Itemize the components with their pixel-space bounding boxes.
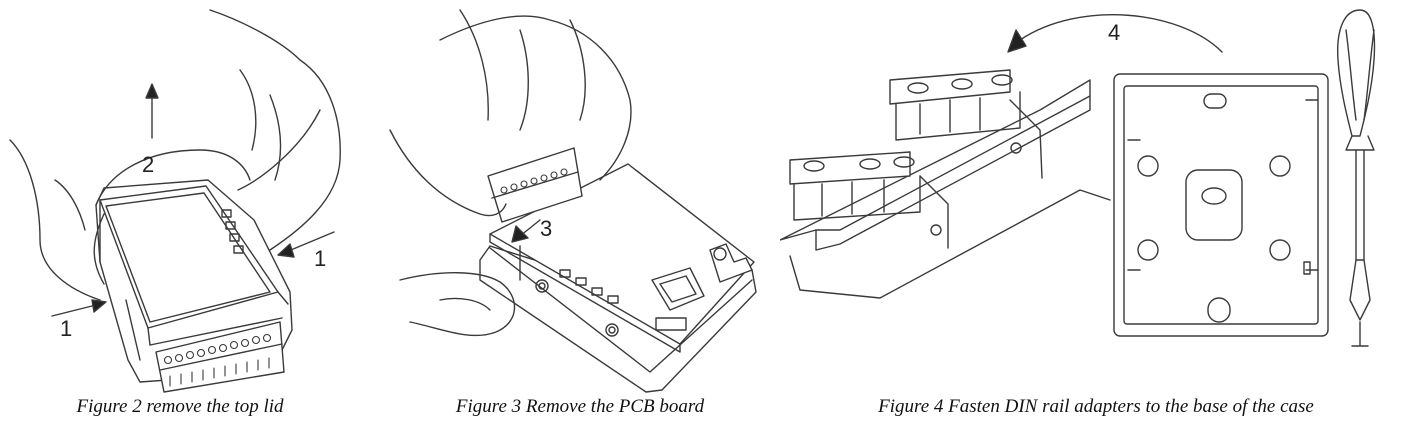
figure-2-caption: Figure 2 remove the top lid [76, 396, 284, 417]
figure-4-illustration [780, 9, 1376, 347]
callout-3: 3 [540, 216, 553, 241]
figure-2-illustration [9, 9, 341, 393]
callout-1-left: 1 [60, 316, 73, 341]
callout-2: 2 [142, 152, 155, 177]
figure-4-caption: Figure 4 Fasten DIN rail adapters to the… [878, 396, 1314, 417]
callout-4: 4 [1108, 20, 1121, 45]
figure-3-illustration [389, 9, 757, 393]
callout-1-right: 1 [314, 246, 327, 271]
figure-4: 4 Figure 4 Fasten DIN rail adapters to t… [780, 0, 1412, 436]
figure-3: 3 Figure 3 Remove the PCB board [380, 0, 780, 436]
figure-3-caption: Figure 3 Remove the PCB board [455, 396, 705, 417]
figure-2: 2 1 1 Figure 2 remove the top lid [0, 0, 360, 436]
